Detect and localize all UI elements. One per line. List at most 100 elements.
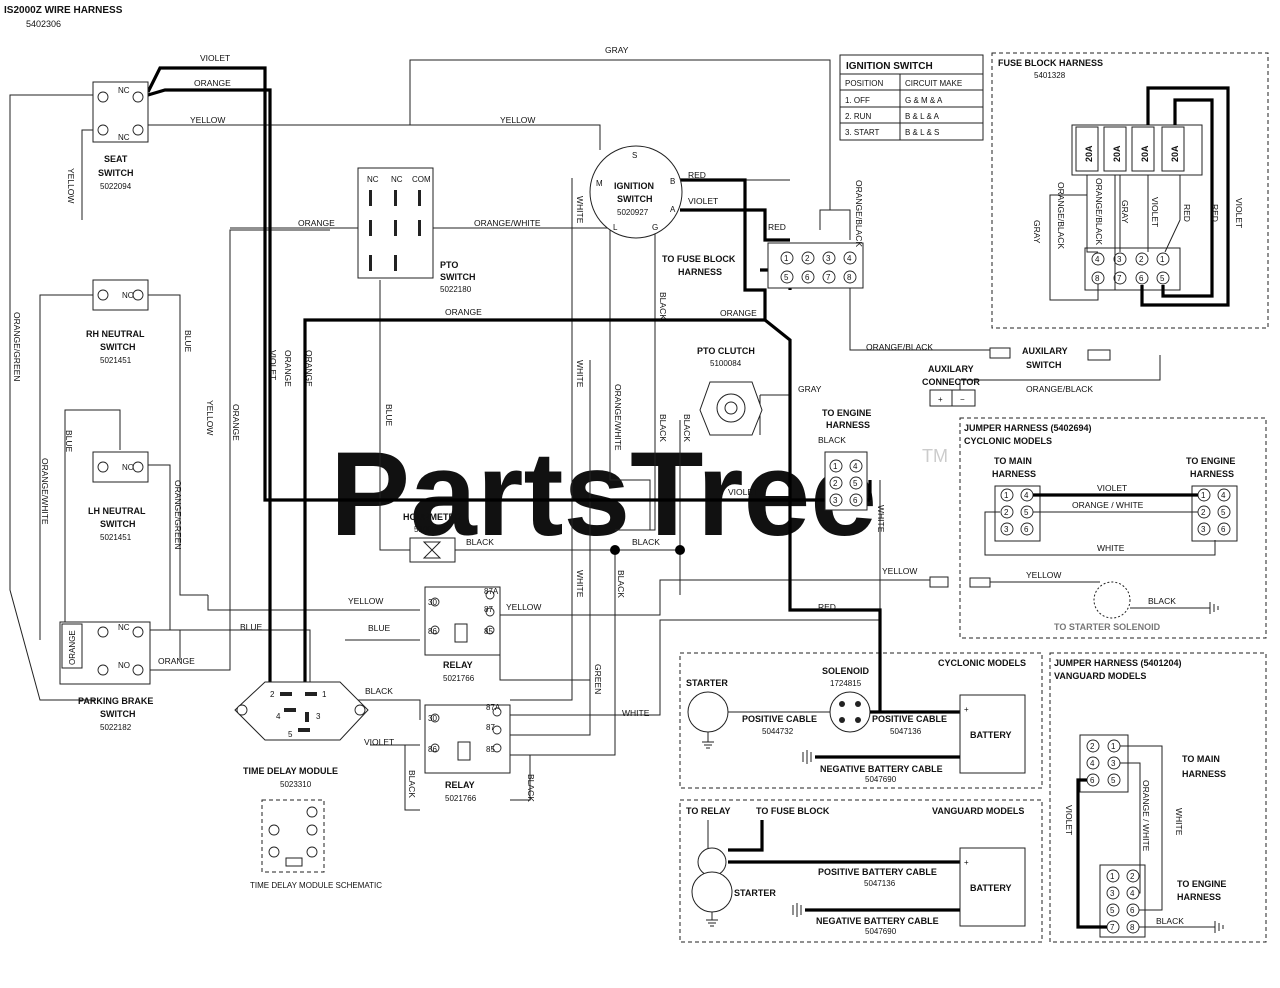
svg-text:YELLOW: YELLOW [1026,570,1061,580]
svg-text:YELLOW: YELLOW [205,400,215,435]
svg-text:NC: NC [367,175,379,184]
svg-text:NC: NC [118,133,130,142]
svg-text:NO: NO [122,291,134,300]
svg-text:B: B [670,177,675,186]
svg-text:HARNESS: HARNESS [1177,892,1221,902]
svg-text:TIME DELAY MODULE SCHEMATIC: TIME DELAY MODULE SCHEMATIC [250,881,382,890]
svg-text:AUXILARY: AUXILARY [1022,346,1068,356]
svg-text:PTO CLUTCH: PTO CLUTCH [697,346,755,356]
svg-text:4: 4 [1221,491,1226,500]
svg-text:TO ENGINE: TO ENGINE [822,408,871,418]
svg-text:86: 86 [428,627,437,636]
hourmeter: HOURMETER 5100996 [403,512,461,563]
svg-text:1: 1 [1111,742,1116,751]
svg-text:G & M & A: G & M & A [905,96,943,105]
time-delay-schematic: TIME DELAY MODULE SCHEMATIC [250,799,382,890]
svg-text:3: 3 [316,712,321,721]
svg-text:5047136: 5047136 [864,879,896,888]
svg-text:5401328: 5401328 [1034,71,1066,80]
svg-text:BLACK: BLACK [616,570,626,598]
svg-text:GRAY: GRAY [1120,200,1130,224]
svg-text:2: 2 [1139,255,1144,264]
svg-text:4: 4 [276,712,281,721]
svg-text:NEGATIVE BATTERY CABLE: NEGATIVE BATTERY CABLE [816,916,939,926]
pto-clutch: PTO CLUTCH 5100084 [697,346,763,436]
svg-text:VANGUARD MODELS: VANGUARD MODELS [1054,671,1146,681]
svg-text:ORANGE: ORANGE [720,308,757,318]
svg-text:RED: RED [818,602,836,612]
svg-text:GREEN: GREEN [593,664,603,694]
svg-text:COM: COM [412,175,431,184]
svg-text:SWITCH: SWITCH [617,194,653,204]
svg-text:BLACK: BLACK [526,774,536,802]
svg-text:NC: NC [391,175,403,184]
svg-text:ORANGE/BLACK: ORANGE/BLACK [854,180,864,247]
svg-text:BLACK: BLACK [1148,596,1176,606]
svg-text:VIOLET: VIOLET [1097,483,1127,493]
svg-text:2: 2 [270,690,275,699]
svg-text:HARNESS: HARNESS [1190,469,1234,479]
pto-switch: NC NC COM PTO SWITCH 5022180 [357,167,476,294]
jumper-harness-cyclonic: JUMPER HARNESS (5402694) CYCLONIC MODELS… [959,417,1267,639]
svg-text:6: 6 [1139,274,1144,283]
svg-text:4: 4 [1090,759,1095,768]
vanguard-models: TO RELAY TO FUSE BLOCK VANGUARD MODELS S… [679,799,1043,943]
svg-text:RED: RED [688,170,706,180]
svg-text:RED: RED [1210,204,1220,222]
svg-text:VIOLET: VIOLET [1234,198,1244,228]
svg-text:YELLOW: YELLOW [66,168,76,203]
watermark-tm: TM [922,446,948,466]
jumper-harness-vanguard: JUMPER HARNESS (5401204) VANGUARD MODELS… [1049,652,1267,943]
svg-text:8: 8 [1095,274,1100,283]
svg-text:5022180: 5022180 [440,285,472,294]
svg-text:RELAY: RELAY [445,780,475,790]
svg-text:WHITE: WHITE [575,196,585,224]
svg-text:ORANGE/WHITE: ORANGE/WHITE [40,458,50,525]
svg-text:+: + [964,705,969,714]
svg-text:BLACK: BLACK [818,435,846,445]
svg-text:BLUE: BLUE [183,330,193,353]
svg-text:6: 6 [1130,906,1135,915]
svg-text:BATTERY: BATTERY [970,883,1012,893]
svg-text:WHITE: WHITE [876,505,886,533]
svg-text:3: 3 [1111,759,1116,768]
svg-text:TO ENGINE: TO ENGINE [1177,879,1226,889]
svg-text:NC: NC [118,623,130,632]
svg-text:85: 85 [484,627,493,636]
svg-text:1: 1 [1110,872,1115,881]
svg-text:BLUE: BLUE [384,404,394,427]
svg-text:2: 2 [1090,742,1095,751]
svg-text:NO: NO [118,661,130,670]
svg-text:L: L [613,223,618,232]
svg-text:NEGATIVE BATTERY CABLE: NEGATIVE BATTERY CABLE [820,764,943,774]
svg-text:5047690: 5047690 [865,775,897,784]
svg-text:WHITE: WHITE [1097,543,1125,553]
svg-text:WHITE: WHITE [575,570,585,598]
svg-text:1724815: 1724815 [830,679,862,688]
svg-text:+: + [964,858,969,867]
svg-text:ORANGE/BLACK: ORANGE/BLACK [1026,384,1093,394]
svg-text:ORANGE: ORANGE [283,350,293,387]
cyclonic-models: CYCLONIC MODELS STARTER SOLENOID 1724815… [679,650,1043,789]
svg-text:85: 85 [486,745,495,754]
svg-text:BATTERY: BATTERY [970,730,1012,740]
rh-neutral-switch: NO RH NEUTRAL SWITCH 5021451 [86,279,149,365]
svg-text:4: 4 [1095,255,1100,264]
svg-text:30: 30 [428,598,437,607]
svg-text:ORANGE: ORANGE [231,404,241,441]
wire-labels: VIOLET ORANGE YELLOW YELLOW GRAY ORANGE … [12,45,1093,802]
svg-text:5021451: 5021451 [100,533,132,542]
svg-text:SOLENOID: SOLENOID [822,666,870,676]
seat-switch: NC NC SEAT SWITCH 5022094 [92,81,149,191]
svg-text:5044732: 5044732 [762,727,794,736]
svg-text:NO: NO [122,463,134,472]
svg-text:1: 1 [784,254,789,263]
svg-text:ORANGE: ORANGE [445,307,482,317]
svg-text:7: 7 [826,273,831,282]
svg-text:5020927: 5020927 [617,208,649,217]
svg-text:PARKING BRAKE: PARKING BRAKE [78,696,153,706]
svg-text:STARTER: STARTER [734,888,776,898]
svg-text:STARTER: STARTER [686,678,728,688]
svg-text:CONNECTOR: CONNECTOR [922,377,980,387]
